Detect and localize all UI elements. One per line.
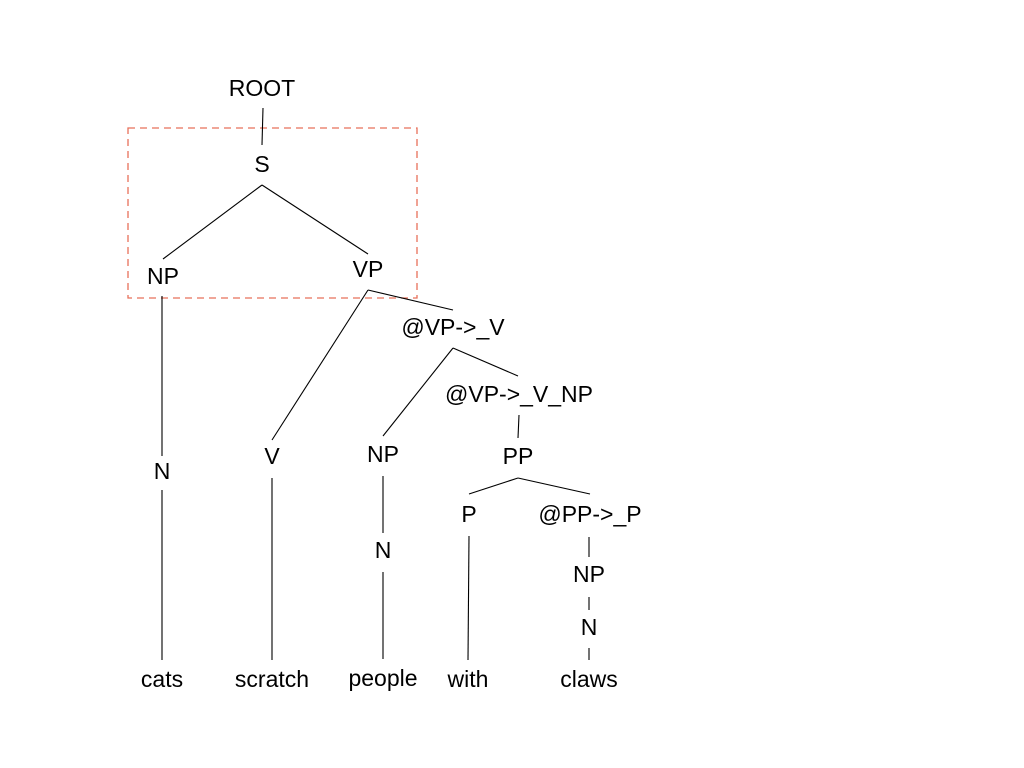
tree-words: cats scratch people with claws	[141, 665, 618, 692]
word-with: with	[447, 666, 489, 692]
edge-s-vp	[261, 184, 369, 255]
word-people: people	[348, 665, 417, 691]
word-scratch: scratch	[235, 666, 309, 692]
tree-edges	[161, 107, 591, 661]
edge-vpv-vpvnp	[452, 347, 519, 377]
word-claws: claws	[560, 666, 618, 692]
node-vp-v: @VP->_V	[401, 314, 505, 340]
edge-vp-v	[271, 289, 369, 441]
edge-pp-p	[468, 477, 519, 495]
node-n-people: N	[375, 537, 392, 563]
word-cats: cats	[141, 666, 183, 692]
edge-vpv-np	[382, 347, 454, 437]
node-np-object: NP	[367, 441, 399, 467]
node-np-subject: NP	[147, 263, 179, 289]
node-p: P	[461, 501, 476, 527]
edge-vpvnp-pp	[517, 414, 520, 439]
edge-s-np	[162, 184, 263, 260]
node-pp-p: @PP->_P	[538, 501, 641, 527]
node-vp-v-np: @VP->_V_NP	[445, 381, 593, 407]
node-vp: VP	[353, 256, 384, 282]
highlight-box	[127, 127, 418, 299]
node-v: V	[264, 443, 280, 469]
edge-p-with	[467, 535, 470, 661]
edge-pp-ppp	[517, 477, 591, 495]
node-n-claws: N	[581, 614, 598, 640]
tree-nodes: ROOT S NP VP N V @VP->_V NP @VP->_V_NP N…	[147, 75, 642, 640]
node-n-cats: N	[154, 458, 171, 484]
edge-root-s	[261, 107, 264, 146]
node-np-claws: NP	[573, 561, 605, 587]
node-s: S	[254, 151, 269, 177]
edge-vp-vpv	[367, 289, 454, 311]
node-root: ROOT	[229, 75, 295, 101]
node-pp: PP	[503, 443, 534, 469]
